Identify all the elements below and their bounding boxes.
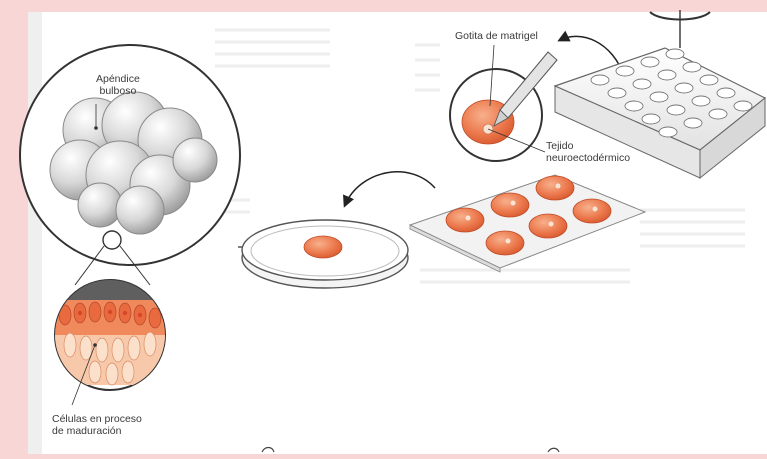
page-margin	[28, 12, 42, 454]
appendix-leader-dot	[94, 126, 98, 130]
label-bulbous-appendix: Apéndice bulboso	[96, 73, 140, 97]
label-bulbous-appendix-line2: bulboso	[96, 85, 140, 97]
organoid-in-dish	[304, 236, 342, 258]
label-maturing-cells-line2: de maduración	[52, 425, 142, 437]
label-neuroectodermal-tissue-line1: Tejido	[546, 140, 630, 152]
label-matrigel-droplet: Gotita de matrigel	[455, 30, 538, 42]
label-maturing-cells: Células en proceso de maduración	[52, 413, 142, 437]
label-maturing-cells-line1: Células en proceso	[52, 413, 142, 425]
label-neuroectodermal-tissue: Tejido neuroectodérmico	[546, 140, 630, 164]
cells-leader-dot	[93, 343, 97, 347]
label-neuroectodermal-tissue-line2: neuroectodérmico	[546, 152, 630, 164]
petri-dish	[242, 220, 408, 288]
label-bulbous-appendix-line1: Apéndice	[96, 73, 140, 85]
